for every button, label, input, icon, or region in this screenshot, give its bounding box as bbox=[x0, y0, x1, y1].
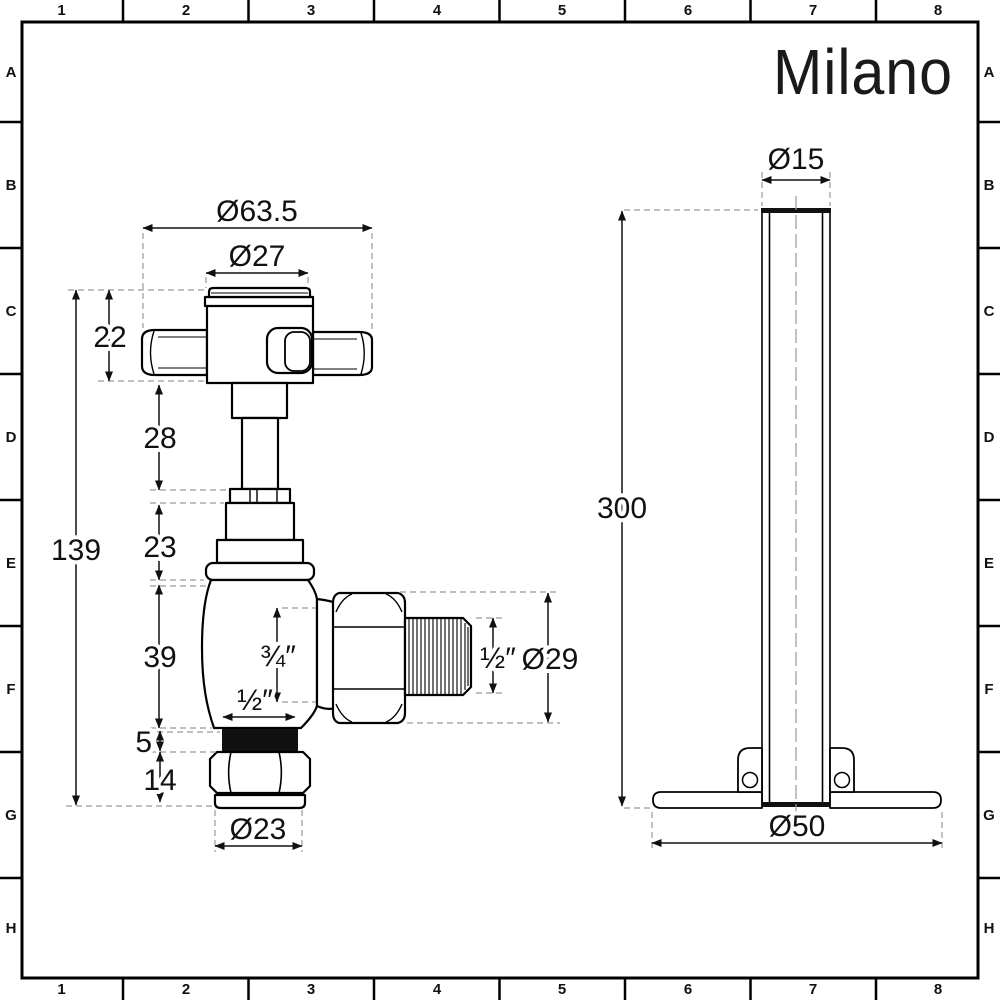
grid-row-label: E bbox=[6, 555, 16, 572]
o-ring-right bbox=[833, 771, 851, 789]
dim-union-nut-diameter: Ø29 bbox=[522, 643, 579, 676]
drawing-border bbox=[20, 20, 980, 980]
grid-row-label: F bbox=[6, 681, 15, 698]
pipe-drawing bbox=[652, 196, 942, 818]
dim-pipe-diameter: Ø15 bbox=[768, 143, 825, 176]
left-strip-ticks bbox=[0, 120, 22, 880]
valve-tail bbox=[208, 729, 312, 810]
grid-col-label: 4 bbox=[433, 2, 442, 19]
grid-col-label: 8 bbox=[934, 2, 942, 19]
grid-col-label: 1 bbox=[57, 981, 65, 998]
grid-row-label: E bbox=[984, 555, 994, 572]
dim-tail-diameter: Ø23 bbox=[230, 813, 287, 846]
flange-plate-left bbox=[652, 791, 763, 809]
grid-col-label: 6 bbox=[684, 2, 692, 19]
dim-pipe-length: 300 bbox=[597, 492, 647, 525]
grid-col-label: 3 bbox=[307, 981, 315, 998]
valve-head bbox=[203, 286, 315, 385]
valve-gland bbox=[204, 501, 316, 582]
grid-row-label: G bbox=[5, 807, 17, 824]
grid-row-label: G bbox=[983, 807, 995, 824]
bottom-strip-ticks bbox=[121, 978, 878, 1000]
grid-row-label: D bbox=[6, 429, 17, 446]
dim-cap-diameter: Ø27 bbox=[229, 240, 286, 273]
dim-stem-height: 28 bbox=[143, 422, 176, 455]
body-barrel bbox=[200, 578, 319, 730]
cap-lower-band bbox=[203, 295, 315, 308]
right-strip-ticks bbox=[978, 120, 1000, 880]
pipe-top-end bbox=[761, 208, 831, 213]
dim-head-height: 22 bbox=[93, 321, 126, 354]
flange-plate-right bbox=[829, 791, 942, 809]
handle-left-arm bbox=[140, 328, 209, 377]
dim-overall-width: Ø63.5 bbox=[216, 195, 298, 228]
pipe-wall-right bbox=[821, 211, 831, 807]
top-strip-ticks bbox=[121, 0, 878, 22]
extension-lines-pipe bbox=[624, 172, 943, 850]
grid-col-label: 8 bbox=[934, 981, 942, 998]
dim-gland-height: 23 bbox=[143, 531, 176, 564]
dim-body-width: ½″ bbox=[237, 684, 273, 717]
union-nut bbox=[331, 591, 407, 725]
grid-col-label: 6 bbox=[684, 981, 692, 998]
grid-col-label: 3 bbox=[307, 2, 315, 19]
valve-drawing bbox=[140, 286, 473, 810]
grid-col-label: 2 bbox=[182, 2, 190, 19]
grid-col-label: 7 bbox=[809, 981, 817, 998]
grid-row-label: A bbox=[984, 64, 995, 81]
dim-thread-size: ½″ bbox=[480, 642, 516, 675]
grid-row-label: B bbox=[6, 177, 17, 194]
pipe-wall-left bbox=[761, 211, 771, 807]
grid-col-label: 1 bbox=[57, 2, 65, 19]
grid-col-label: 5 bbox=[558, 981, 566, 998]
grid-row-label: D bbox=[984, 429, 995, 446]
tail-hex-nut bbox=[208, 750, 312, 795]
dim-flange-diameter: Ø50 bbox=[769, 810, 826, 843]
tail-collar bbox=[213, 793, 307, 810]
valve-handle bbox=[140, 328, 374, 377]
gland-flange bbox=[204, 561, 316, 582]
o-ring-left bbox=[741, 771, 759, 789]
grid-row-label: C bbox=[6, 303, 17, 320]
grid-col-label: 4 bbox=[433, 981, 442, 998]
dim-overall-height: 139 bbox=[51, 534, 101, 567]
valve-stem bbox=[228, 381, 292, 505]
brand-logo: Milano bbox=[773, 36, 953, 108]
grid-col-label: 2 bbox=[182, 981, 190, 998]
dim-seal-height: 5 bbox=[135, 726, 152, 759]
handle-right-arm bbox=[311, 330, 374, 377]
dim-tail-nut-height: 14 bbox=[143, 764, 176, 797]
tail-seal bbox=[222, 729, 298, 752]
grid-row-label: C bbox=[984, 303, 995, 320]
stem-jam-nut bbox=[228, 487, 292, 505]
grid-row-label: F bbox=[984, 681, 993, 698]
valve-body bbox=[200, 578, 473, 730]
grid-row-label: H bbox=[984, 920, 995, 937]
dim-port-size: ¾″ bbox=[260, 640, 296, 673]
dimension-annotations: Ø63.5 Ø27 22 28 139 23 39 5 14 ¾″ ½″ Ø23… bbox=[47, 139, 943, 852]
grid-row-label: B bbox=[984, 177, 995, 194]
dim-body-height: 39 bbox=[143, 641, 176, 674]
grid-row-label: A bbox=[6, 64, 17, 81]
grid-col-label: 7 bbox=[809, 2, 817, 19]
grid-row-label: H bbox=[6, 920, 17, 937]
grid-col-label: 5 bbox=[558, 2, 566, 19]
